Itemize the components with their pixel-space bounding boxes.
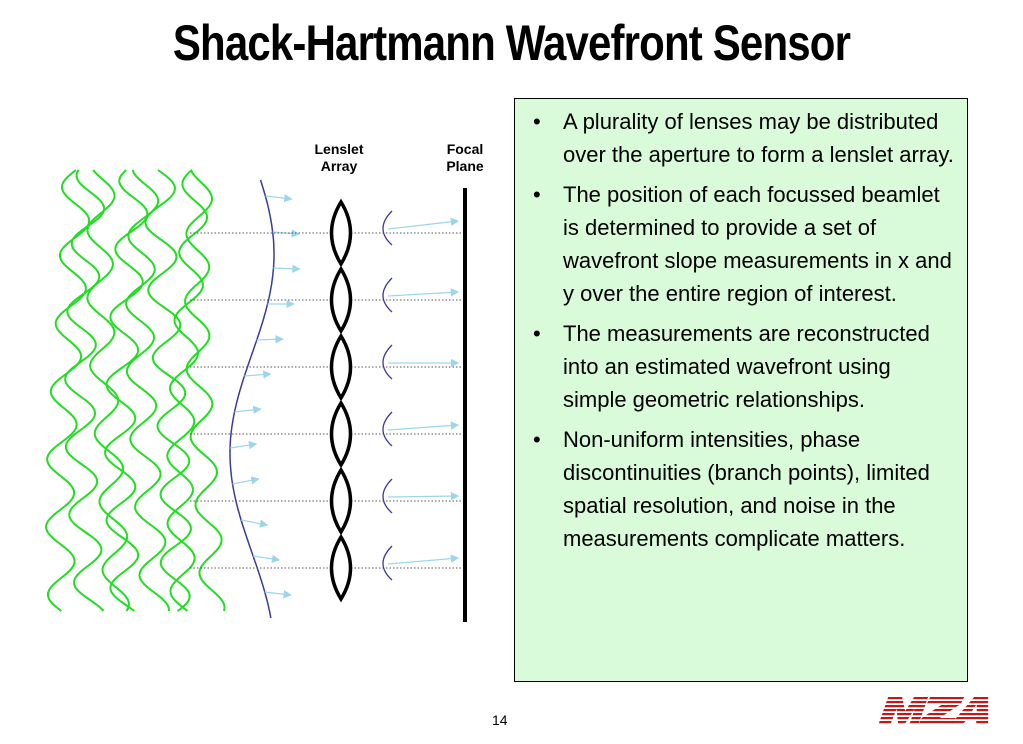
wavefront-curve [229,179,275,619]
slide-title: Shack-Hartmann Wavefront Sensor [172,15,851,71]
lenslet-array-label: Lenslet Array [304,141,374,175]
bullet-item: • The measurements are reconstructed into… [525,317,957,416]
green-wave-strand [183,169,226,612]
focused-ray [387,217,460,230]
lenslet [329,198,353,268]
mza-logo [879,697,989,725]
slope-arrow [253,554,281,564]
lenslet [329,533,353,603]
slope-arrow [256,335,284,344]
focal-label-line1: Focal [446,141,484,157]
green-wave-strand [86,169,130,612]
beamlet-arc [382,545,393,581]
focal-label-line2: Plane [446,158,484,174]
bullet-dot-icon: • [533,321,541,346]
beamlet-arc [382,277,393,313]
aberrated-wavefront [229,179,275,619]
slope-arrow [244,370,272,379]
slope-arrow [234,405,262,414]
bullet-item: • The position of each focussed beamlet i… [525,178,957,310]
focused-ray [387,491,460,501]
wavefront-slope-arrows [230,194,301,599]
focal-plane-label: Focal Plane [432,141,498,175]
bullet-list: • A plurality of lenses may be distribute… [525,105,957,555]
slope-arrow [240,519,269,528]
beamlet-arc [382,411,393,447]
bullet-text: A plurality of lenses may be distributed… [563,109,954,167]
slope-arrow [264,590,292,599]
focused-ray [387,421,460,431]
green-wave-strand [144,169,192,612]
bullet-item: • Non-uniform intensities, phase disconti… [525,423,957,555]
green-wave-strand [166,169,209,612]
green-wave-strand [103,169,149,612]
slope-arrow [273,264,301,273]
lenslet-label-line1: Lenslet [314,141,364,157]
incoming-turbulent-waves [44,169,226,612]
shack-hartmann-diagram [44,169,467,622]
optical-axis-lines [190,232,462,569]
beamlet-arc [382,478,393,514]
slope-arrow [265,194,293,203]
lenslet [329,332,353,402]
lenslet [329,466,353,536]
green-wave-strand [125,169,170,612]
focused-ray [387,554,460,565]
bullet-text: The measurements are reconstructed into … [563,321,930,412]
bullet-dot-icon: • [533,182,541,207]
focused-beamlet-arcs [382,210,460,581]
page-number: 14 [492,712,508,728]
slope-arrow [230,440,258,450]
lenslet [329,399,353,469]
lenslet [329,265,353,335]
lenslet-array [329,198,353,603]
bullet-text: Non-uniform intensities, phase discontin… [563,427,930,551]
green-wave-strand [44,169,91,612]
bullet-text-box: • A plurality of lenses may be distribute… [514,98,968,682]
beamlet-arc [382,210,393,246]
bullet-item: • A plurality of lenses may be distribute… [525,105,957,171]
bullet-dot-icon: • [533,109,541,134]
bullet-text: The position of each focussed beamlet is… [563,182,952,306]
bullet-dot-icon: • [533,427,541,452]
focused-ray [387,288,460,297]
green-wave-strand [64,169,106,612]
lenslet-label-line2: Array [320,158,358,174]
slope-arrow [232,476,260,485]
beamlet-arc [382,344,393,380]
